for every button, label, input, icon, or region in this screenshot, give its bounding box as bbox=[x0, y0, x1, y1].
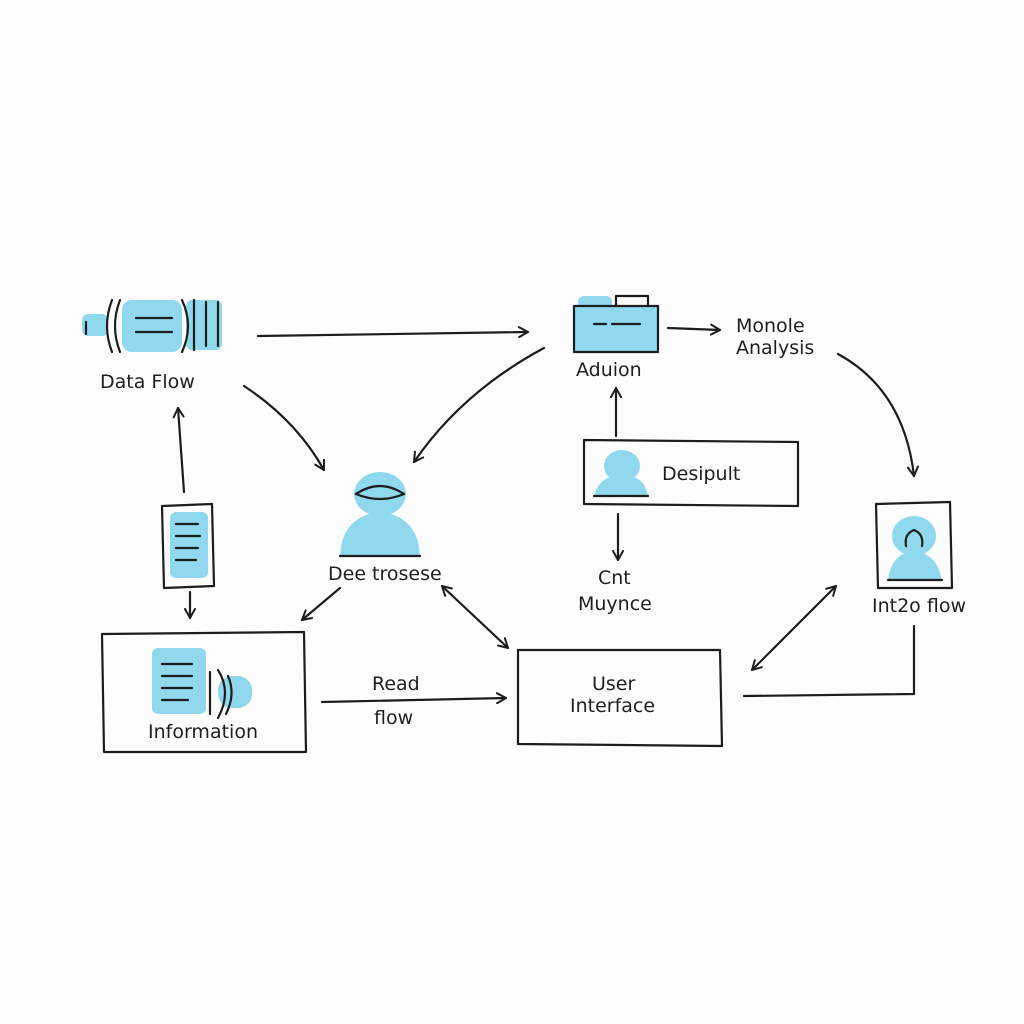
arrow-device-to-dataflow bbox=[172, 406, 186, 494]
flow-label: flow bbox=[374, 707, 414, 729]
user-interface-box bbox=[516, 648, 724, 748]
mobile-document-icon bbox=[160, 502, 216, 590]
arrow-dataflow-to-aduion bbox=[256, 326, 530, 339]
dee-trosese-label: Dee trosese bbox=[328, 563, 442, 585]
arrow-dataflow-to-person bbox=[242, 384, 326, 472]
data-flow-label: Data Flow bbox=[100, 371, 195, 393]
information-box bbox=[100, 630, 308, 754]
arrow-aduion-to-person bbox=[412, 346, 546, 464]
arrow-person-to-information bbox=[300, 586, 342, 622]
person-icon bbox=[338, 472, 422, 558]
desipult-box bbox=[582, 438, 800, 508]
information-label: Information bbox=[148, 721, 258, 743]
arrow-person-ui-bidirectional bbox=[440, 584, 510, 650]
desipult-label: Desipult bbox=[662, 463, 741, 485]
arrow-aduion-to-monole bbox=[666, 323, 722, 336]
person-icon bbox=[592, 450, 650, 498]
arrow-ui-int2o-bidirectional bbox=[750, 584, 838, 672]
person-portrait-icon bbox=[874, 500, 954, 590]
document-pipe-icon bbox=[152, 648, 252, 720]
interface-label: Interface bbox=[570, 695, 656, 717]
int2o-flow-label: Int2o flow bbox=[872, 595, 966, 617]
analysis-label: Analysis bbox=[736, 337, 815, 359]
connectors bbox=[172, 323, 919, 705]
arrow-monole-to-int2o bbox=[836, 352, 919, 478]
arrow-read-flow bbox=[320, 692, 508, 705]
pipe-valve-icon bbox=[82, 298, 222, 354]
aduion-label: Aduion bbox=[576, 359, 642, 381]
cnt-label: Cnt bbox=[598, 567, 631, 589]
user-label: User bbox=[592, 673, 636, 695]
folder-icon bbox=[572, 294, 660, 354]
monole-label: Monole bbox=[736, 315, 805, 337]
muynce-label: Muynce bbox=[578, 593, 652, 615]
read-label: Read bbox=[372, 673, 420, 695]
line-int2o-to-ui bbox=[742, 624, 916, 698]
